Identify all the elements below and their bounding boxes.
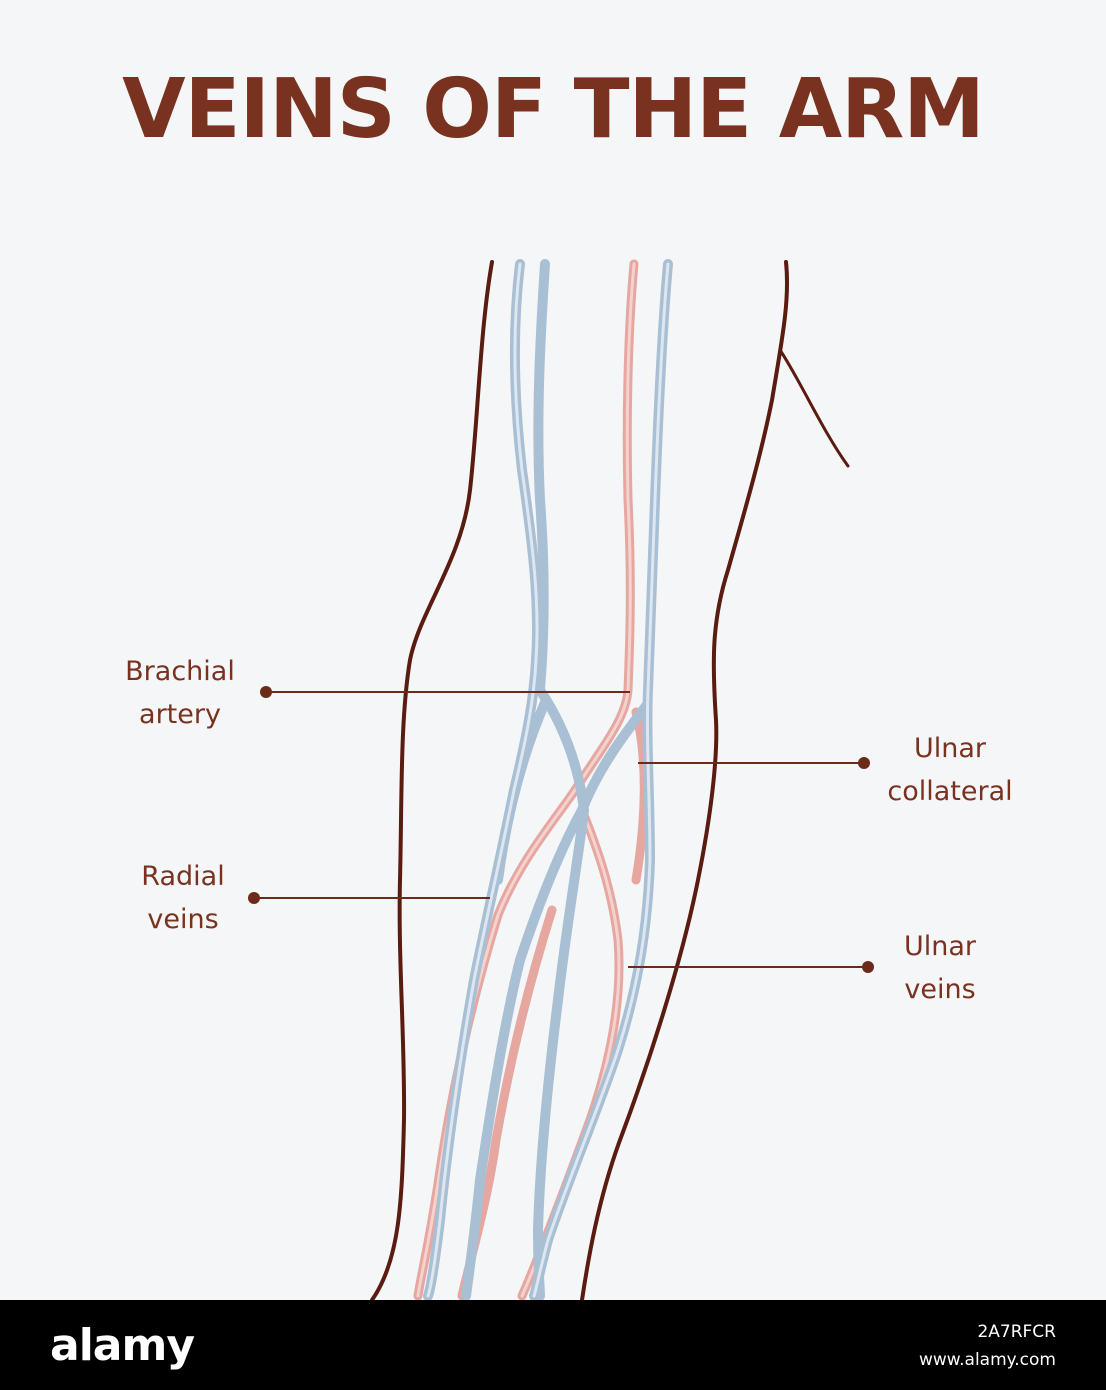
- footer-bar: alamy 2A7RFCR www.alamy.com: [0, 1300, 1106, 1390]
- leader-lines: [248, 686, 874, 973]
- label-ulnar-collateral: Ulnar collateral: [872, 727, 1028, 813]
- label-ulnar-veins-line2: veins: [904, 974, 976, 1005]
- footer-url: www.alamy.com: [918, 1350, 1056, 1370]
- vein-brachial-medial: [533, 259, 589, 1300]
- label-ulnar-collateral-line1: Ulnar: [913, 733, 987, 764]
- veins: [423, 259, 673, 1300]
- leader-dot-ulnar-collateral: [858, 757, 870, 769]
- label-radial-veins-line1: Radial: [141, 861, 225, 892]
- leader-dot-ulnar-veins: [862, 961, 874, 973]
- arm-outline-left: [370, 260, 494, 1300]
- vein-brachial-lateral: [493, 695, 551, 885]
- diagram-title: VEINS OF THE ARM: [122, 62, 985, 157]
- arm-outline-elbow: [778, 348, 850, 468]
- arm-diagram: [248, 259, 874, 1300]
- leader-dot-brachial-artery: [260, 686, 272, 698]
- arm-outline: [370, 260, 850, 1300]
- image-id: 2A7RFCR: [977, 1322, 1056, 1342]
- label-brachial-artery-line1: Brachial: [125, 656, 235, 687]
- arm-outline-right: [580, 260, 790, 1300]
- label-brachial-artery-line2: artery: [139, 699, 221, 730]
- leader-dot-radial-veins: [248, 892, 260, 904]
- label-ulnar-veins-line1: Ulnar: [903, 931, 977, 962]
- vein-communicating: [461, 701, 651, 1300]
- label-radial-veins-line2: veins: [147, 904, 219, 935]
- label-radial-veins: Radial veins: [118, 855, 248, 941]
- label-ulnar-collateral-line2: collateral: [887, 776, 1013, 807]
- label-brachial-artery: Brachial artery: [110, 650, 250, 736]
- brand-logo: alamy: [50, 1320, 195, 1371]
- label-ulnar-veins: Ulnar veins: [880, 925, 1000, 1011]
